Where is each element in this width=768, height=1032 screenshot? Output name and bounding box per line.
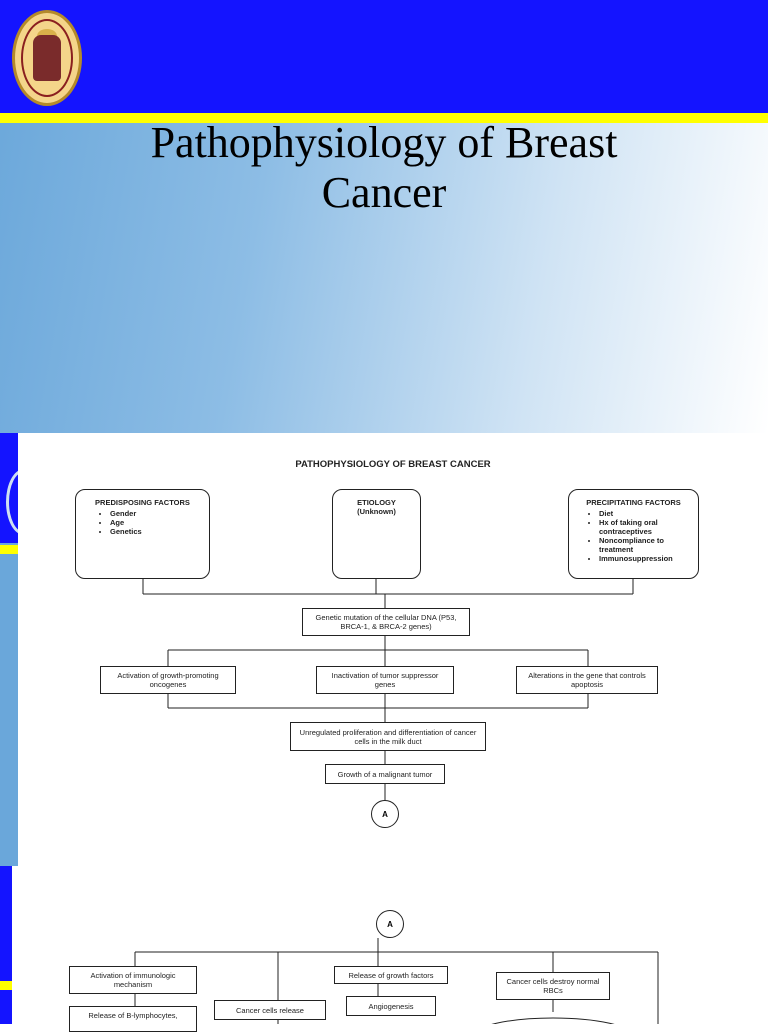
connector-a-2: A <box>376 910 404 938</box>
predisposing-list: Gender Age Genetics <box>76 509 209 536</box>
predisposing-title: PREDISPOSING FACTORS <box>95 498 190 507</box>
cancer-cells-release-box: Cancer cells release <box>214 1000 326 1020</box>
list-item: Gender <box>110 509 209 518</box>
slide3-accent-bar <box>0 981 12 990</box>
alterations-apoptosis-box: Alterations in the gene that controls ap… <box>516 666 658 694</box>
destroy-rbc-box: Cancer cells destroy normal RBCs <box>496 972 610 1000</box>
inactivation-suppressor-box: Inactivation of tumor suppressor genes <box>316 666 454 694</box>
flowchart-lines-2 <box>134 938 659 1024</box>
activation-oncogenes-box: Activation of growth-promoting oncogenes <box>100 666 236 694</box>
slide2-edge <box>0 433 42 866</box>
title-slide: Pathophysiology of Breast Cancer <box>0 0 768 433</box>
seal-figure <box>33 35 61 81</box>
university-seal-icon <box>12 10 82 106</box>
slide-title: Pathophysiology of Breast Cancer <box>150 118 618 217</box>
flowchart-page-1: PATHOPHYSIOLOGY OF BREAST CANCER PREDISP… <box>18 433 768 866</box>
release-b-lymphocytes-box: Release of B-lymphocytes, <box>69 1006 197 1032</box>
angiogenesis-box: Angiogenesis <box>346 996 436 1016</box>
malignant-tumor-box: Growth of a malignant tumor <box>325 764 445 784</box>
list-item: Genetics <box>110 527 209 536</box>
genetic-mutation-box: Genetic mutation of the cellular DNA (P5… <box>302 608 470 636</box>
accent-bar <box>0 113 768 123</box>
etiology-title: ETIOLOGY <box>357 498 396 507</box>
list-item: Diet <box>599 509 694 518</box>
slide3-edge <box>0 866 12 1024</box>
etiology-subtitle: (Unknown) <box>357 507 396 516</box>
precipitating-list: Diet Hx of taking oral contraceptives No… <box>569 509 698 563</box>
list-item: Immunosuppression <box>599 554 694 563</box>
etiology-box: ETIOLOGY (Unknown) <box>332 489 421 579</box>
list-item: Age <box>110 518 209 527</box>
header-bar <box>0 0 768 113</box>
seal-ring <box>21 19 73 97</box>
unregulated-proliferation-box: Unregulated proliferation and differenti… <box>290 722 486 751</box>
immunologic-mechanism-box: Activation of immunologic mechanism <box>69 966 197 994</box>
flowchart-page-2: A Activation of immunologic mechanism Re… <box>12 866 768 1032</box>
predisposing-factors-box: PREDISPOSING FACTORS Gender Age Genetics <box>75 489 210 579</box>
slide2-accent-bar <box>0 545 18 554</box>
connector-a: A <box>371 800 399 828</box>
list-item: Noncompliance to treatment <box>599 536 694 554</box>
precipitating-factors-box: PRECIPITATING FACTORS Diet Hx of taking … <box>568 489 699 579</box>
growth-factors-box: Release of growth factors <box>334 966 448 984</box>
precipitating-title: PRECIPITATING FACTORS <box>586 498 681 507</box>
flowchart-lines <box>142 579 634 800</box>
diagram-heading: PATHOPHYSIOLOGY OF BREAST CANCER <box>295 459 491 470</box>
list-item: Hx of taking oral contraceptives <box>599 518 694 536</box>
